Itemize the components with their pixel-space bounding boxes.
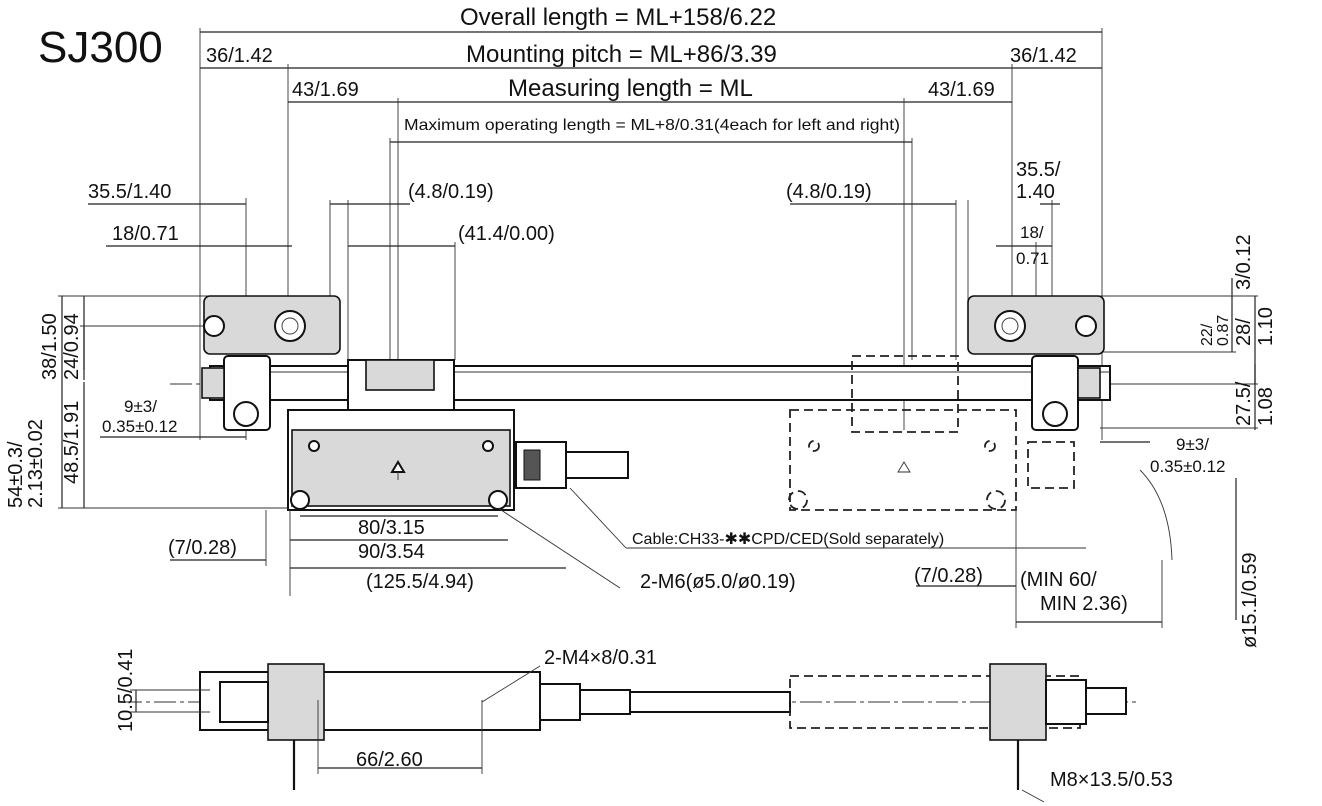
dim-125-5: (125.5/4.94) — [366, 571, 474, 593]
min-60-a: (MIN 60/ — [1020, 569, 1097, 591]
m8-label: M8×13.5/0.53 — [1050, 769, 1173, 791]
dim-4-8-right: (4.8/0.19) — [786, 181, 872, 203]
dim-7-right: (7/0.28) — [914, 565, 983, 587]
dim-43-right: 43/1.69 — [928, 79, 995, 101]
dim-27-5-b: 1.08 — [1255, 387, 1277, 426]
dim-80: 80/3.15 — [358, 517, 425, 539]
dim-18-right-b: 0.71 — [1016, 249, 1049, 268]
dim-10-5: 10.5/0.41 — [115, 649, 137, 732]
mounting-pitch-label: Mounting pitch = ML+86/3.39 — [466, 41, 777, 68]
dim-66: 66/2.60 — [356, 749, 423, 771]
dim-7-left: (7/0.28) — [168, 537, 237, 559]
dim-90: 90/3.54 — [358, 541, 425, 563]
reading-head-left — [287, 359, 629, 511]
dim-18-right-a: 18/ — [1020, 223, 1044, 242]
dim-38: 38/1.50 — [39, 313, 61, 380]
scale-bar — [209, 365, 1111, 401]
dim-18-left: 18/0.71 — [112, 223, 179, 245]
dim-35-right-a: 35.5/ — [1016, 159, 1061, 181]
dim-9-left-b: 0.35±0.12 — [102, 417, 178, 436]
dim-24: 24/0.94 — [61, 313, 83, 380]
m6-label: 2-M6(ø5.0/ø0.19) — [640, 571, 796, 593]
dim-36-left: 36/1.42 — [206, 45, 273, 67]
dim-15-1: ø15.1/0.59 — [1239, 552, 1261, 648]
left-mounting-bracket — [201, 295, 341, 431]
dim-27-5-a: 27.5/ — [1233, 381, 1255, 426]
side-view — [120, 663, 1140, 803]
overall-length-label: Overall length = ML+158/6.22 — [460, 4, 776, 31]
dim-9-right-b: 0.35±0.12 — [1150, 457, 1226, 476]
max-operating-length-label: Maximum operating length = ML+8/0.31(4ea… — [404, 117, 900, 134]
dim-22-a: 22/ — [1199, 323, 1216, 346]
dim-9-left-a: 9±3/ — [124, 397, 157, 416]
dim-41-4: (41.4/0.00) — [458, 223, 555, 245]
dim-9-right-a: 9±3/ — [1176, 435, 1209, 454]
lower-dimension-lines — [170, 487, 1163, 628]
dim-4-8-left: (4.8/0.19) — [408, 181, 494, 203]
dim-54-a: 54±0.3/ — [5, 441, 27, 508]
dim-48-5: 48.5/1.91 — [61, 401, 83, 484]
dim-54-b: 2.13±0.02 — [25, 419, 47, 508]
dim-28-a: 28/ — [1233, 318, 1255, 346]
dim-35-left: 35.5/1.40 — [88, 181, 171, 203]
min-60-b: MIN 2.36) — [1040, 593, 1128, 615]
top-dimension-lines — [88, 28, 1103, 440]
right-mounting-bracket — [967, 295, 1105, 431]
left-dimension-lines — [58, 295, 292, 509]
dim-43-left: 43/1.69 — [292, 79, 359, 101]
m4-label: 2-M4×8/0.31 — [544, 647, 657, 669]
reading-head-right-phantom — [788, 355, 1173, 561]
drawing-title: SJ300 — [38, 23, 163, 72]
dim-3: 3/0.12 — [1233, 234, 1255, 290]
dim-35-right-b: 1.40 — [1016, 181, 1055, 203]
dim-22-b: 0.87 — [1215, 315, 1232, 346]
dim-36-right: 36/1.42 — [1010, 45, 1077, 67]
cable-label: Cable:CH33-✱✱CPD/CED(Sold separately) — [632, 531, 944, 548]
dim-28-b: 1.10 — [1255, 307, 1277, 346]
measuring-length-label: Measuring length = ML — [508, 75, 753, 102]
